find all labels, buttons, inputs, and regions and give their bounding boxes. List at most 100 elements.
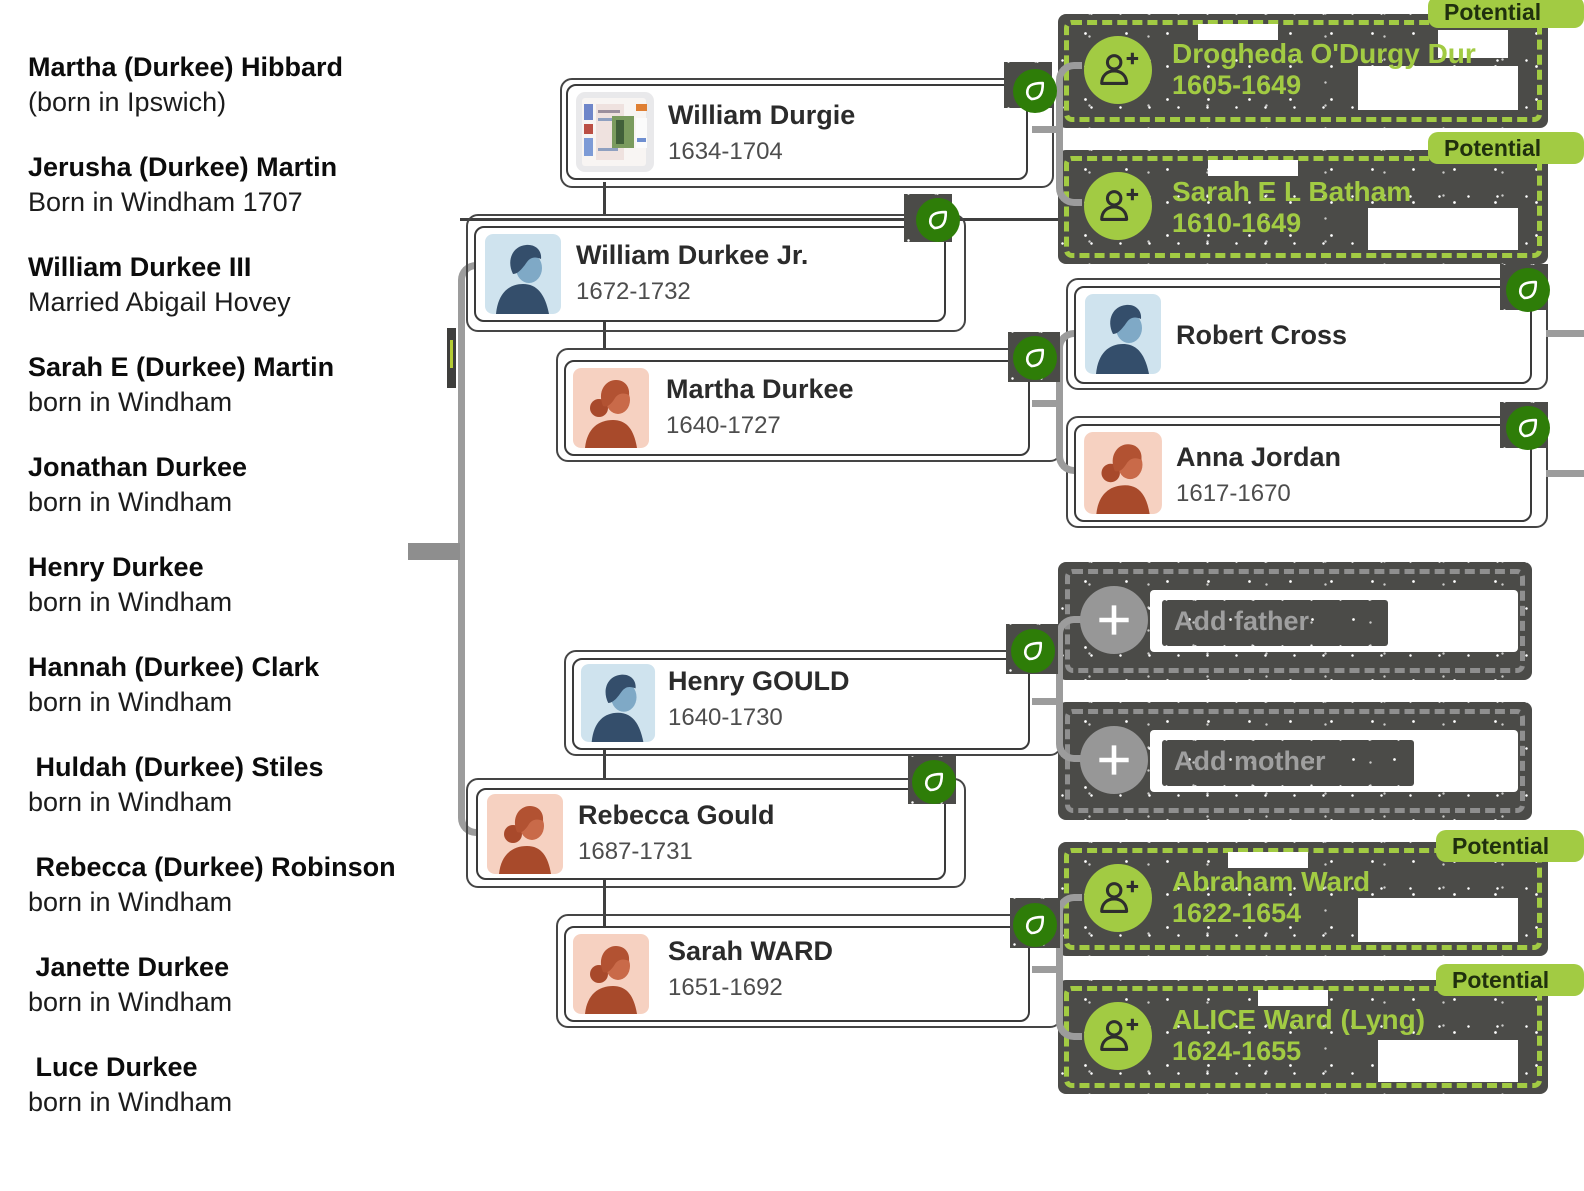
scan-artifact	[1162, 740, 1414, 786]
person-add-icon[interactable]	[1084, 864, 1152, 932]
person-note: born in Windham	[28, 1087, 233, 1117]
person-name: Drogheda O'Durgy Dur	[1172, 38, 1476, 69]
person-name: William Durgie	[668, 100, 856, 130]
hint-leaf-icon[interactable]	[1011, 629, 1055, 673]
hint-leaf-icon[interactable]	[1506, 268, 1550, 312]
hint-leaf-icon[interactable]	[1506, 406, 1550, 450]
female-avatar	[486, 794, 564, 874]
scan-artifact	[1368, 208, 1518, 250]
tree-connector	[603, 880, 606, 926]
person-note: born in Windham	[28, 487, 233, 517]
person-dates: 1634-1704	[668, 138, 783, 165]
parents-connector	[1546, 330, 1584, 337]
person-add-icon[interactable]	[1084, 1002, 1152, 1070]
tree-connector	[460, 218, 1072, 221]
hint-leaf-icon[interactable]	[1013, 903, 1057, 947]
list-item: Luce Durkee born in Windham	[28, 1052, 232, 1117]
parents-connector	[1032, 126, 1062, 133]
parents-connector	[1032, 966, 1062, 973]
scan-artifact	[1378, 1040, 1518, 1082]
card-slot	[560, 78, 1054, 188]
person-name: Robert Cross	[1176, 320, 1348, 350]
hint-leaf-icon[interactable]	[1013, 336, 1057, 380]
person-dates: 1610-1649	[1172, 208, 1302, 238]
person-note: (born in Ipswich)	[28, 87, 227, 117]
person-note: born in Windham	[28, 387, 233, 417]
parents-connector	[1056, 616, 1082, 705]
person-name: Rebecca (Durkee) Robinson	[28, 852, 396, 882]
potential-ancestor-card-batham[interactable]	[1058, 150, 1548, 264]
scan-artifact	[1208, 160, 1298, 176]
person-name: Rebecca Gould	[578, 800, 775, 830]
list-item: Huldah (Durkee) Stiles born in Windham	[28, 752, 324, 817]
person-dates: 1640-1727	[666, 412, 781, 439]
add-father-label: Add father	[1174, 606, 1309, 636]
parents-connector	[1032, 400, 1062, 407]
root-connector-stub	[408, 543, 460, 560]
person-dates: 1687-1731	[578, 838, 693, 865]
scan-artifact	[1228, 852, 1308, 868]
person-name: ALICE Ward (Lyng)	[1172, 1004, 1426, 1035]
scan-artifact	[1358, 66, 1518, 110]
hint-leaf-icon[interactable]	[916, 198, 960, 242]
parents-connector	[1056, 966, 1082, 1040]
parents-connector	[1056, 126, 1082, 206]
list-item: Hannah (Durkee) Clark born in Windham	[28, 652, 319, 717]
person-note: born in Windham	[28, 887, 233, 917]
female-avatar	[1084, 432, 1162, 514]
person-name: Henry GOULD	[668, 666, 850, 696]
add-mother-label: Add mother	[1174, 746, 1326, 776]
list-item: Martha (Durkee) Hibbard (born in Ipswich)	[28, 52, 343, 117]
person-add-icon[interactable]	[1084, 36, 1152, 104]
list-item: Rebecca (Durkee) Robinson born in Windham	[28, 852, 396, 917]
person-dates: 1624-1655	[1172, 1036, 1302, 1066]
record-thumbnail[interactable]	[576, 92, 654, 172]
scroll-artifact-accent	[450, 340, 453, 368]
person-note: born in Windham	[28, 687, 233, 717]
person-name: Henry Durkee	[28, 552, 204, 582]
person-name: Hannah (Durkee) Clark	[28, 652, 320, 682]
tree-connector	[603, 750, 606, 780]
tree-trunk-line	[458, 288, 465, 812]
person-dates: 1605-1649	[1172, 70, 1302, 100]
person-name: William Durkee III	[28, 252, 252, 282]
tree-connector	[603, 182, 606, 216]
potential-badge: Potential	[1428, 0, 1584, 28]
male-avatar	[1084, 294, 1162, 374]
hint-leaf-icon[interactable]	[912, 760, 956, 804]
person-note: Married Abigail Hovey	[28, 287, 291, 317]
plus-icon[interactable]	[1080, 586, 1148, 654]
male-avatar	[484, 234, 562, 314]
person-name: Luce Durkee	[28, 1052, 198, 1082]
person-note: born in Windham	[28, 787, 233, 817]
person-dates: 1617-1670	[1176, 480, 1291, 507]
potential-badge: Potential	[1436, 964, 1584, 996]
scan-artifact	[1198, 24, 1278, 40]
person-name: Sarah WARD	[668, 936, 834, 966]
person-name: Martha (Durkee) Hibbard	[28, 52, 344, 82]
tree-connector	[603, 322, 606, 350]
person-name: Huldah (Durkee) Stiles	[28, 752, 324, 782]
person-note: Born in Windham 1707	[28, 187, 303, 217]
person-name: Abraham Ward	[1172, 866, 1371, 897]
tree-connector	[458, 806, 480, 836]
list-item: William Durkee III Married Abigail Hovey	[28, 252, 291, 317]
person-add-icon[interactable]	[1084, 172, 1152, 240]
person-note: born in Windham	[28, 587, 233, 617]
potential-badge: Potential	[1428, 132, 1584, 164]
list-item: Henry Durkee born in Windham	[28, 552, 232, 617]
person-name: Jerusha (Durkee) Martin	[28, 152, 338, 182]
hint-leaf-icon[interactable]	[1013, 69, 1057, 113]
tree-connector	[458, 262, 480, 292]
person-name: Sarah E (Durkee) Martin	[28, 352, 335, 382]
parents-connector	[1546, 470, 1584, 477]
parents-connector	[1056, 698, 1082, 762]
person-dates: 1672-1732	[576, 278, 691, 305]
person-name: Anna Jordan	[1176, 442, 1342, 472]
list-item: Sarah E (Durkee) Martin born in Windham	[28, 352, 334, 417]
plus-icon[interactable]	[1080, 726, 1148, 794]
